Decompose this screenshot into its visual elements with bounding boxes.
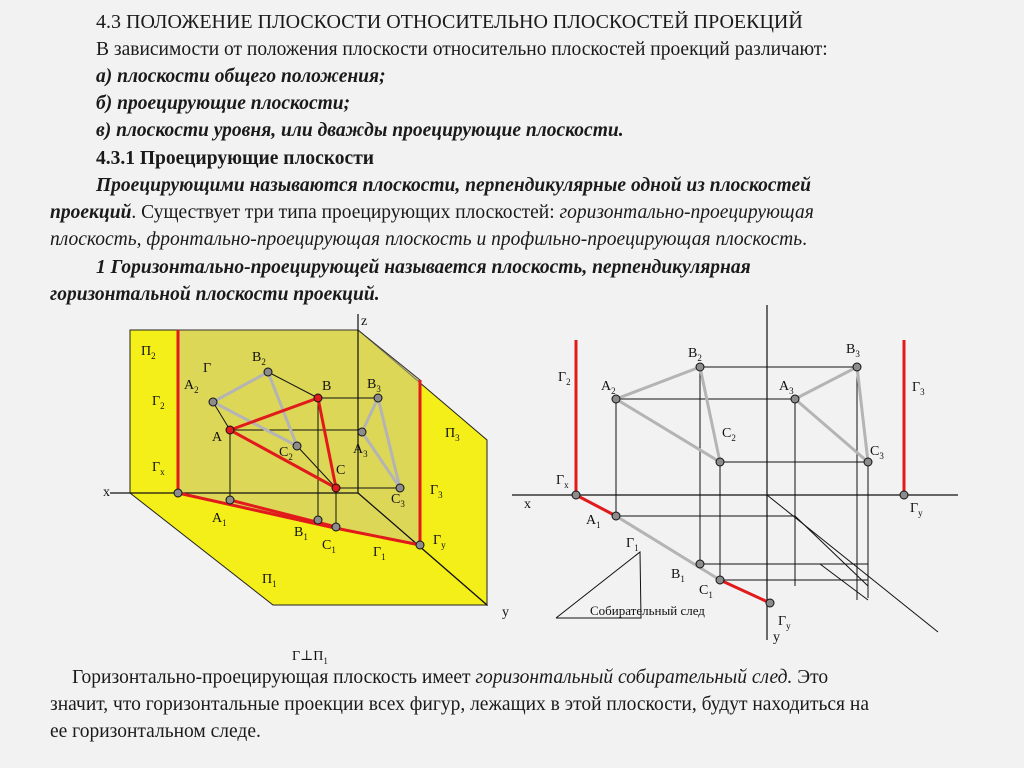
conclusion-term: горизонтальный собирательный след. bbox=[475, 667, 793, 688]
label-a3: A3 bbox=[353, 442, 368, 459]
epure-label-a1: A1 bbox=[586, 513, 601, 530]
list-item-a: а) плоскости общего положения; bbox=[96, 66, 386, 87]
label-p1: П1 bbox=[262, 572, 277, 589]
right-diagram: x y Г2 B2 B3 A2 A3 Г3 C2 C3 Гx Гy A1 Г1 … bbox=[512, 305, 958, 645]
collective-trace-label: Собирательный след bbox=[590, 603, 705, 618]
definition-types-rest: плоскость, фронтально-проецирующая плоск… bbox=[50, 229, 803, 250]
label-gy: Гy bbox=[433, 533, 446, 550]
conclusion-line-1: Горизонтально-проецирующая плоскость име… bbox=[72, 665, 828, 691]
point-c bbox=[331, 483, 341, 493]
label-p2: П2 bbox=[141, 344, 156, 361]
definition-end-period: . bbox=[802, 229, 807, 250]
epure-label-x: x bbox=[524, 497, 531, 512]
label-a1: A1 bbox=[212, 511, 227, 528]
epure-profile-triangle bbox=[792, 364, 870, 466]
list-item-c: в) плоскости уровня, или дважды проециру… bbox=[96, 120, 624, 141]
label-c2: C2 bbox=[279, 445, 293, 462]
point-a bbox=[225, 425, 235, 435]
epure-label-c1: C1 bbox=[699, 583, 713, 600]
subsection-title: 4.3.1 Проецирующие плоскости bbox=[96, 148, 375, 169]
label-c3: C3 bbox=[391, 492, 405, 509]
conclusion-part-2: Это bbox=[792, 667, 829, 688]
label-b: B bbox=[322, 379, 331, 394]
projection-links bbox=[212, 371, 400, 527]
point-b bbox=[313, 393, 323, 403]
conclusion-line-2: значит, что горизонтальные проекции всех… bbox=[50, 694, 869, 715]
epure-label-gx: Гx bbox=[556, 473, 569, 490]
label-g1: Г1 bbox=[373, 545, 386, 562]
triangle-frontal-proj bbox=[209, 369, 300, 450]
label-gx: Гx bbox=[152, 460, 165, 477]
label-b1: B1 bbox=[294, 525, 308, 542]
epure-label-a3: A3 bbox=[779, 379, 794, 396]
epure-trace-g1-end bbox=[719, 578, 771, 605]
epure-label-g2: Г2 bbox=[558, 370, 571, 387]
y-axis bbox=[357, 492, 488, 606]
intro-text: В зависимости от положения плоскости отн… bbox=[96, 39, 828, 60]
epure-label-b2: B2 bbox=[688, 346, 702, 363]
epure-label-gy-bottom: Гy bbox=[778, 614, 791, 631]
label-x: x bbox=[103, 485, 110, 500]
label-c1: C1 bbox=[322, 538, 336, 555]
triangle-profile-proj bbox=[360, 393, 402, 489]
epure-label-b1: B1 bbox=[671, 567, 685, 584]
definition-types-intro: . Существует три типа проецирующих плоск… bbox=[131, 202, 560, 223]
label-p3: П3 bbox=[445, 426, 460, 443]
label-g: Г bbox=[203, 361, 211, 376]
page-title: 4.3 ПОЛОЖЕНИЕ ПЛОСКОСТИ ОТНОСИТЕЛЬНО ПЛО… bbox=[96, 11, 803, 33]
epure-trace-g1-start bbox=[575, 493, 617, 518]
trace-triangle bbox=[555, 550, 642, 619]
label-a2: A2 bbox=[184, 378, 199, 395]
definition-type-horizontal: горизонтально-проецирующая bbox=[559, 202, 814, 223]
label-g2: Г2 bbox=[152, 394, 165, 411]
label-b3: B3 bbox=[367, 377, 381, 394]
definition-line-2: проекций. Существует три типа проецирующ… bbox=[50, 200, 814, 226]
conclusion-part-1: Горизонтально-проецирующая плоскость име… bbox=[72, 667, 476, 688]
epure-horizontal-proj bbox=[615, 514, 721, 582]
epure-label-y: y bbox=[773, 630, 780, 645]
left-points bbox=[173, 367, 425, 550]
epure-label-a2: A2 bbox=[601, 379, 616, 396]
conclusion-line-3: ее горизонтальном следе. bbox=[50, 721, 261, 742]
label-b2: B2 bbox=[252, 350, 266, 367]
label-a: A bbox=[212, 430, 223, 445]
label-c: C bbox=[336, 463, 345, 478]
horizontal-def-line-1: 1 Горизонтально-проецирующей называется … bbox=[96, 257, 751, 278]
epure-label-g3: Г3 bbox=[912, 380, 925, 397]
epure-frontal-triangle bbox=[612, 364, 723, 466]
label-y: y bbox=[502, 605, 509, 620]
definition-term-end: проекций bbox=[50, 202, 132, 223]
epure-points bbox=[571, 362, 909, 608]
epure-label-gy-right: Гy bbox=[910, 501, 923, 518]
epure-label-g1: Г1 bbox=[626, 536, 639, 553]
definition-line-1: Проецирующими называются плоскости, перп… bbox=[96, 175, 811, 196]
epure-links bbox=[615, 366, 869, 601]
left-diagram: z x y П2 Г B2 A2 B B3 Г2 A C2 C A3 П3 Гx… bbox=[103, 314, 509, 666]
epure-label-c3: C3 bbox=[870, 444, 884, 461]
list-item-b: б) проецирующие плоскости; bbox=[96, 93, 351, 114]
definition-line-3: плоскость, фронтально-проецирующая плоск… bbox=[50, 227, 807, 253]
horizontal-def-line-2: горизонтальной плоскости проекций. bbox=[50, 284, 380, 305]
epure-label-c2: C2 bbox=[722, 426, 736, 443]
epure-label-b3: B3 bbox=[846, 342, 860, 359]
label-z: z bbox=[361, 314, 367, 329]
triangle-abc bbox=[226, 395, 339, 491]
label-g3: Г3 bbox=[430, 483, 443, 500]
caption-perpendicular: Г⊥П1 bbox=[292, 649, 328, 666]
